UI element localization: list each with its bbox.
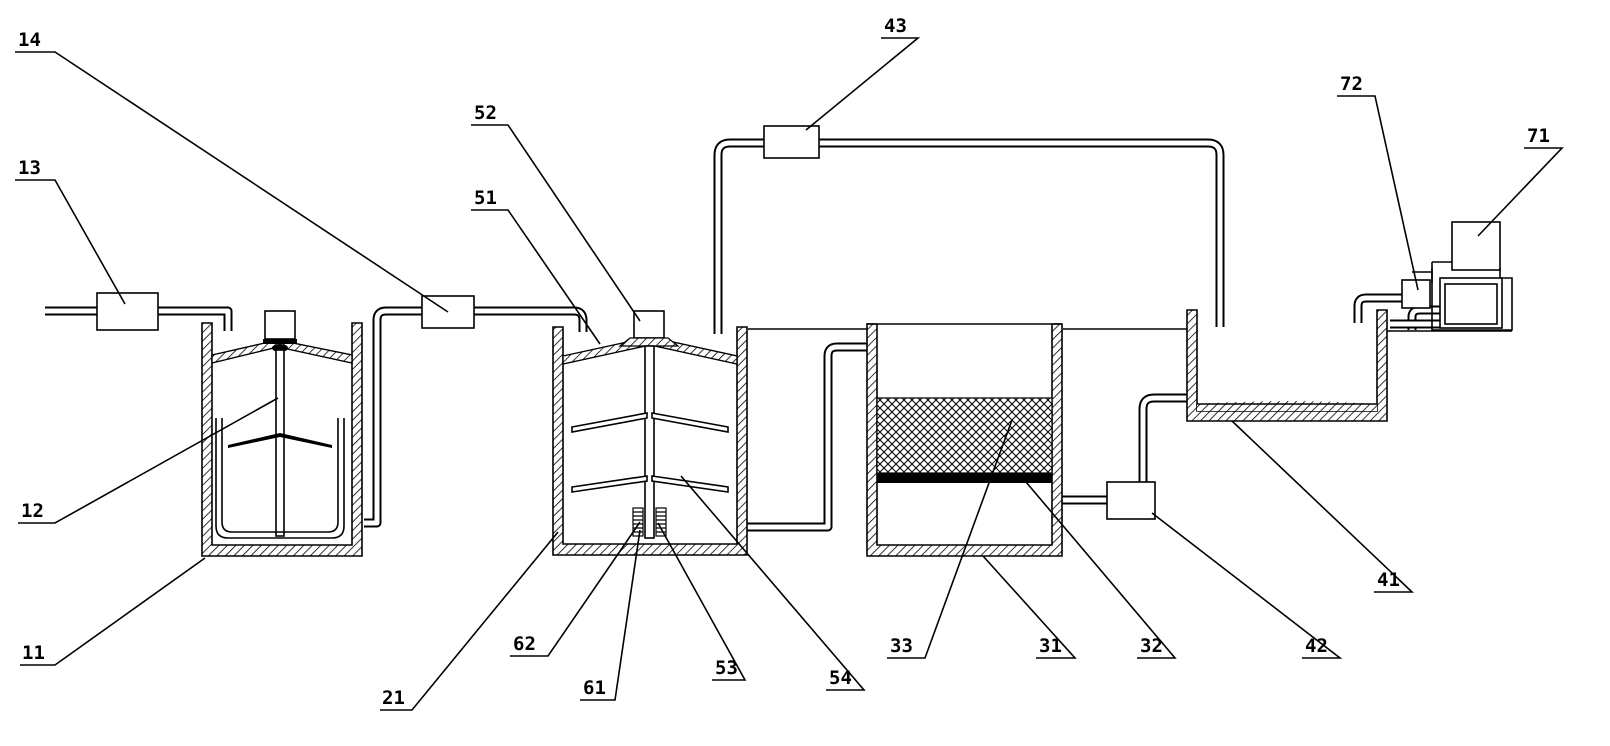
pump-43 [763,125,820,159]
label-11: 11 [22,642,45,664]
label-61: 61 [583,677,606,699]
tank-41 [1186,309,1388,422]
tank-11 [201,310,363,557]
label-33: 33 [890,635,913,657]
label-42: 42 [1305,635,1328,657]
label-32: 32 [1140,635,1163,657]
pump-13 [96,292,159,331]
label-31: 31 [1039,635,1062,657]
leader-lines [15,37,1564,711]
label-13: 13 [18,157,41,179]
filter-31 [866,323,1063,557]
label-71: 71 [1527,125,1550,147]
label-52: 52 [474,102,497,124]
pump-42 [1106,481,1156,520]
label-14: 14 [18,29,41,51]
label-43: 43 [884,15,907,37]
part-labels: 13 14 12 11 51 52 43 21 62 61 53 54 33 3… [18,15,1550,709]
pipes [45,138,1442,532]
tank-21 [552,310,748,556]
coil-61 [632,507,667,537]
label-41: 41 [1377,569,1400,591]
dosing-unit [1401,221,1513,331]
label-21: 21 [382,687,405,709]
label-12: 12 [21,500,44,522]
label-62: 62 [513,633,536,655]
label-72: 72 [1340,73,1363,95]
label-53: 53 [715,657,738,679]
label-54: 54 [829,667,852,689]
label-51: 51 [474,187,497,209]
